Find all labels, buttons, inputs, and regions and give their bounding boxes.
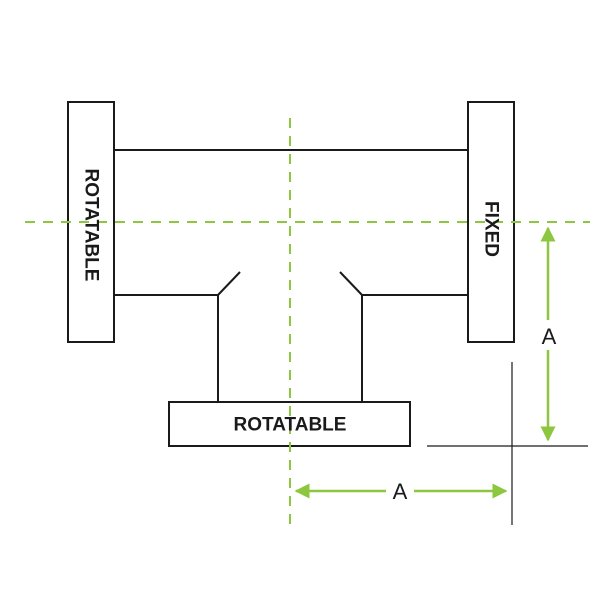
dimension-label-vertical: A [542, 324, 557, 349]
dimension-label-vertical-bg [536, 320, 562, 350]
body-branch-left-edge [114, 294, 219, 402]
right-flange-label: FIXED [481, 201, 502, 257]
centerlines [25, 118, 590, 528]
tee-body [114, 149, 468, 402]
left-flange-label: ROTATABLE [81, 169, 102, 282]
dimension-label-horizontal-bg [386, 478, 414, 504]
weld-mark-left [217, 271, 241, 296]
reference-lines [427, 362, 588, 525]
weld-mark-right [339, 271, 363, 296]
bottom-flange-label: ROTATABLE [234, 415, 347, 436]
body-branch-right-edge [361, 294, 468, 402]
dimension-label-horizontal: A [393, 479, 408, 504]
